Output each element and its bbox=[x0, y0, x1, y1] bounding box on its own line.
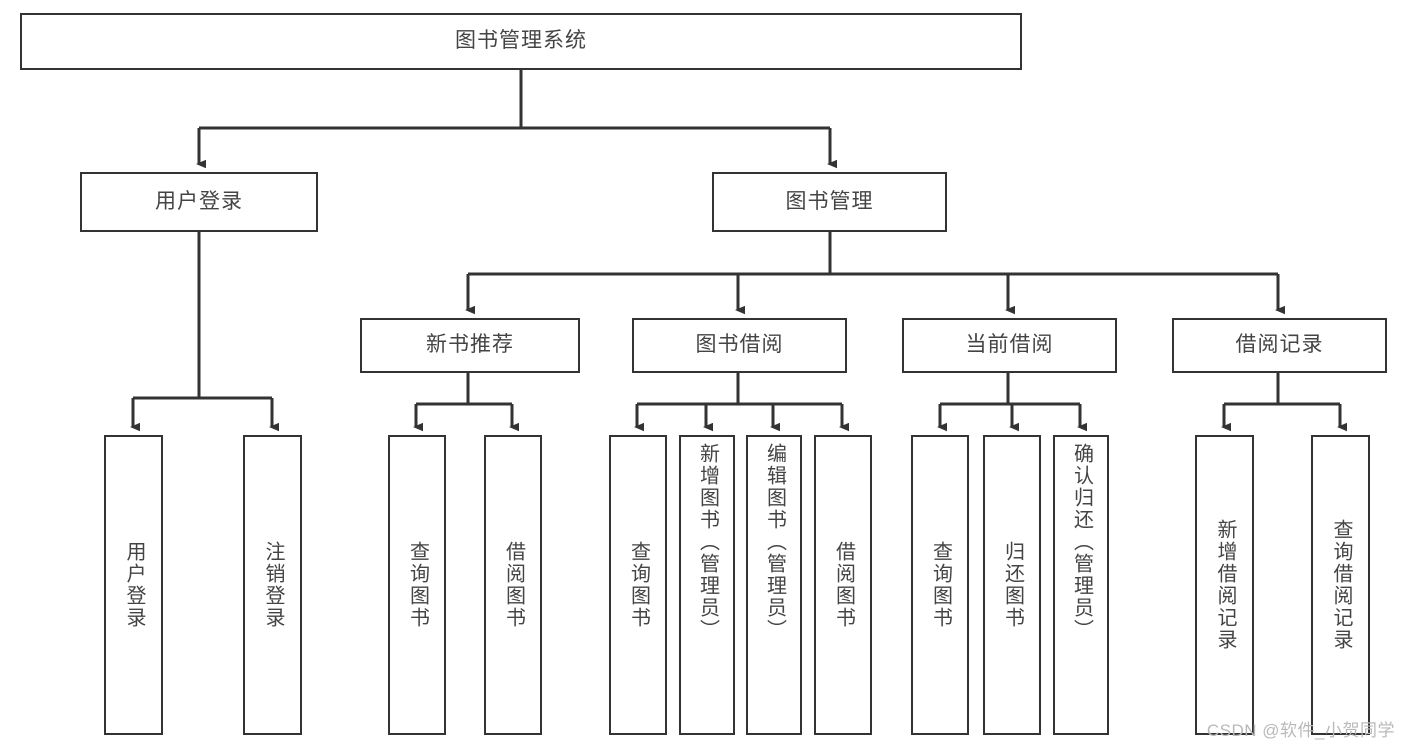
node-user-login[interactable]: 用户登录 bbox=[80, 172, 318, 232]
node-label: 编辑图书（管理员） bbox=[763, 443, 786, 641]
node-label: 归还图书 bbox=[1001, 541, 1024, 629]
node-leaf-query-book-cb[interactable]: 查询图书 bbox=[911, 435, 969, 735]
node-label: 新增图书（管理员） bbox=[696, 443, 719, 641]
node-label: 新增借阅记录 bbox=[1214, 519, 1236, 651]
node-leaf-logout[interactable]: 注销登录 bbox=[243, 435, 302, 735]
node-label: 图书借阅 bbox=[695, 333, 784, 357]
node-label: 用户登录 bbox=[123, 541, 145, 629]
node-label: 当前借阅 bbox=[965, 333, 1054, 357]
node-label: 确认归还（管理员） bbox=[1070, 443, 1093, 641]
node-label: 注销登录 bbox=[262, 541, 284, 629]
node-book-management[interactable]: 图书管理 bbox=[712, 172, 947, 232]
node-current-borrowing[interactable]: 当前借阅 bbox=[902, 318, 1117, 373]
node-new-book-recommendation[interactable]: 新书推荐 bbox=[360, 318, 580, 373]
node-label: 借阅记录 bbox=[1235, 333, 1324, 357]
node-label: 图书管理系统 bbox=[455, 29, 587, 53]
node-book-borrowing[interactable]: 图书借阅 bbox=[632, 318, 847, 373]
node-label: 查询图书 bbox=[929, 541, 952, 629]
node-label: 查询借阅记录 bbox=[1330, 519, 1352, 651]
node-leaf-borrow-book-nbr[interactable]: 借阅图书 bbox=[484, 435, 542, 735]
node-label: 查询图书 bbox=[627, 541, 650, 629]
node-label: 借阅图书 bbox=[832, 541, 855, 629]
node-label: 图书管理 bbox=[785, 189, 874, 213]
node-leaf-edit-book-admin[interactable]: 编辑图书（管理员） bbox=[746, 435, 802, 735]
node-leaf-return-book[interactable]: 归还图书 bbox=[983, 435, 1041, 735]
node-leaf-confirm-return-admin[interactable]: 确认归还（管理员） bbox=[1053, 435, 1109, 735]
node-label: 借阅图书 bbox=[502, 541, 525, 629]
node-leaf-borrow-book-bb[interactable]: 借阅图书 bbox=[814, 435, 872, 735]
node-leaf-query-book-bb[interactable]: 查询图书 bbox=[609, 435, 667, 735]
node-label: 新书推荐 bbox=[426, 333, 514, 357]
node-borrowing-record[interactable]: 借阅记录 bbox=[1172, 318, 1387, 373]
node-label: 用户登录 bbox=[155, 189, 243, 213]
node-root-system[interactable]: 图书管理系统 bbox=[20, 13, 1022, 70]
node-leaf-add-book-admin[interactable]: 新增图书（管理员） bbox=[679, 435, 735, 735]
node-leaf-user-login[interactable]: 用户登录 bbox=[104, 435, 163, 735]
node-leaf-add-borrow-record[interactable]: 新增借阅记录 bbox=[1195, 435, 1254, 735]
watermark-text: CSDN @软件_小贺同学 bbox=[1206, 721, 1395, 740]
node-leaf-query-borrow-record[interactable]: 查询借阅记录 bbox=[1311, 435, 1370, 735]
node-leaf-query-book-nbr[interactable]: 查询图书 bbox=[388, 435, 446, 735]
node-label: 查询图书 bbox=[406, 541, 429, 629]
